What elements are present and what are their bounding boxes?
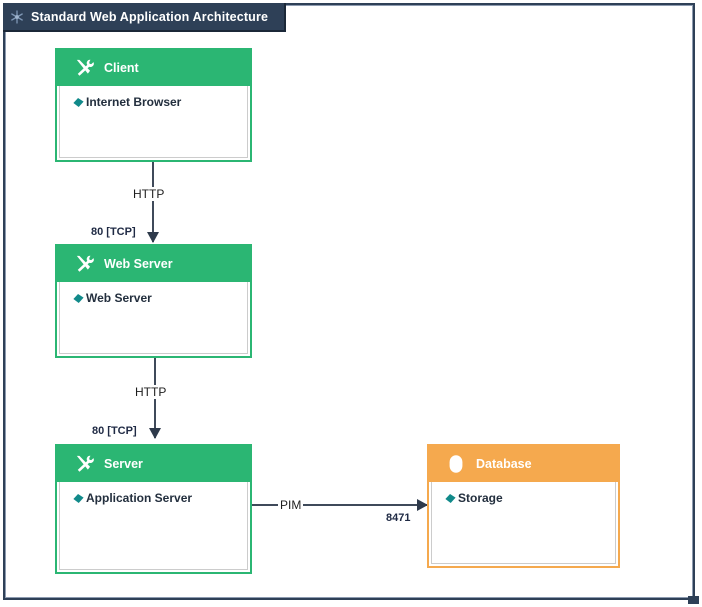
connector-web-server-to-server-port: 80 [TCP] [90, 425, 139, 437]
connector-server-to-database[interactable] [252, 504, 428, 506]
node-server[interactable]: Server Application Server [55, 444, 252, 574]
list-item[interactable]: Application Server [72, 491, 247, 505]
connector-server-to-database-protocol: PIM [278, 498, 304, 512]
list-item-label: Web Server [86, 291, 152, 305]
node-client-body: Internet Browser [59, 86, 248, 158]
diamond-icon [72, 492, 85, 505]
tools-icon [73, 453, 95, 475]
window-title-text: Standard Web Application Architecture [31, 9, 269, 24]
window-title-bar[interactable]: Standard Web Application Architecture [3, 3, 286, 32]
diamond-icon [72, 96, 85, 109]
node-server-header: Server [57, 446, 250, 482]
connector-web-server-to-server-protocol: HTTP [133, 385, 169, 399]
list-item-label: Application Server [86, 491, 193, 505]
diamond-icon [444, 492, 457, 505]
node-client-title: Client [104, 61, 139, 75]
node-client[interactable]: Client Internet Browser [55, 48, 252, 162]
database-icon [445, 453, 467, 475]
node-web-server-title: Web Server [104, 257, 173, 271]
node-web-server-header: Web Server [57, 246, 250, 282]
node-database-title: Database [476, 457, 532, 471]
connector-web-server-to-server-arrowhead [149, 428, 161, 439]
connector-client-to-web-server-port: 80 [TCP] [89, 226, 138, 238]
tools-icon [73, 253, 95, 275]
snowflake-icon [9, 9, 25, 25]
node-database[interactable]: Database Storage [427, 444, 620, 568]
diamond-icon [72, 292, 85, 305]
list-item[interactable]: Internet Browser [72, 95, 247, 109]
node-database-body: Storage [431, 482, 616, 564]
node-client-header: Client [57, 50, 250, 86]
list-item[interactable]: Web Server [72, 291, 247, 305]
tools-icon [73, 57, 95, 79]
canvas-resize-handle[interactable] [688, 596, 699, 604]
connector-client-to-web-server[interactable] [152, 162, 154, 242]
connector-client-to-web-server-arrowhead [147, 232, 159, 243]
node-server-body: Application Server [59, 482, 248, 570]
connector-client-to-web-server-protocol: HTTP [131, 187, 167, 201]
connector-server-to-database-arrowhead [417, 499, 428, 511]
connector-server-to-database-port: 8471 [384, 512, 413, 524]
node-web-server-body: Web Server [59, 282, 248, 354]
list-item-label: Internet Browser [86, 95, 182, 109]
node-web-server[interactable]: Web Server Web Server [55, 244, 252, 358]
node-database-header: Database [429, 446, 618, 482]
node-server-title: Server [104, 457, 143, 471]
list-item-label: Storage [458, 491, 503, 505]
list-item[interactable]: Storage [444, 491, 615, 505]
